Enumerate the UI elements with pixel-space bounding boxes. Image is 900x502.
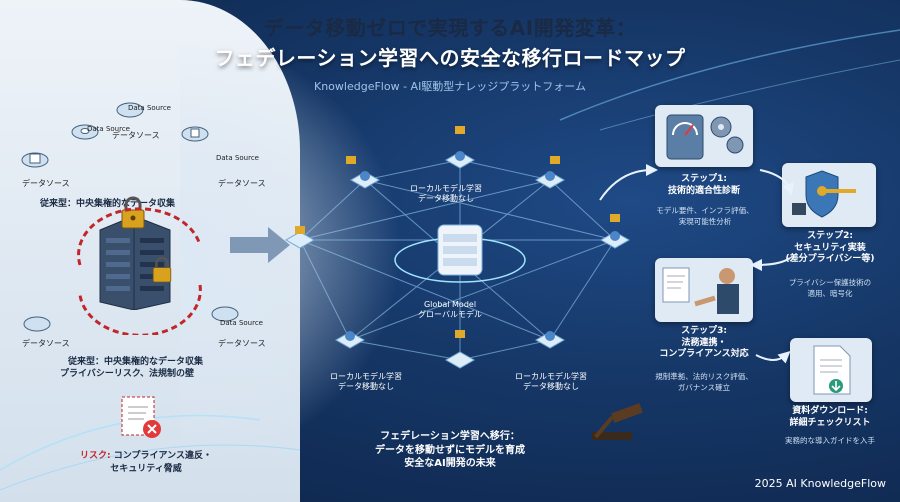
step3-desc-line1: 規制準拠、法的リスク評価、 [655, 372, 753, 381]
cloud-database-icon [210, 302, 240, 322]
step2-desc-line1: プライバシー保護技術の [788, 278, 872, 287]
step1-desc-line2: 実現可能性分析 [678, 216, 732, 226]
risk-caption: リスク: コンプライアンス違反・ セキュリティ脅威 [46, 448, 246, 474]
node-label-line1: ローカルモデル学習 [410, 184, 482, 193]
data-source-label: Data Source [216, 154, 259, 162]
gavel-icon [592, 403, 643, 440]
step1-desc-line1: モデル要件、インフラ評価、 [656, 206, 754, 215]
gauge-gear-icon [666, 114, 744, 160]
download-title-line1: 資料ダウンロード: [792, 406, 868, 416]
data-source-label: Data Source [220, 319, 263, 327]
node-label-line1: ローカルモデル学習 [515, 372, 587, 381]
step2-title-line2: セキュリティ実装 [794, 242, 866, 253]
risk-line2: セキュリティ脅威 [110, 464, 182, 474]
page-title-line2: フェデレーション学習への安全な移行ロードマップ [214, 46, 686, 70]
circular-arrows [77, 207, 202, 335]
data-source-label: データソース [218, 339, 266, 348]
warning-document-icon [120, 395, 164, 441]
download-desc-line1: 実務的な導入ガイドを入手 [785, 436, 875, 445]
step2-title: ステップ2: セキュリティ実装 (差分プライバシー等) [776, 231, 884, 266]
step3-card [655, 258, 753, 322]
copyright-text: 2025 AI KnowledgeFlow [754, 477, 886, 490]
padlock-icon [150, 256, 174, 284]
global-model-en: Global Model [423, 300, 477, 309]
cloud-database-icon [70, 120, 100, 140]
step1-title-line2: 技術的適合性診断 [667, 185, 740, 196]
cloud-database-icon [180, 122, 210, 142]
node-label-bottom-left: ローカルモデル学習 データ移動なし [330, 372, 402, 393]
left-wave-overlay [180, 0, 440, 502]
cloud-database-icon [115, 98, 145, 118]
step1-description: モデル要件、インフラ評価、 実現可能性分析 [650, 206, 760, 227]
node-label-line1: ローカルモデル学習 [330, 372, 402, 381]
cloud-database-icon [22, 312, 52, 332]
risk-line1: コンプライアンス違反・ [113, 451, 212, 461]
step2-card [782, 163, 876, 227]
step2-desc-line2: 適用、暗号化 [807, 288, 853, 298]
step1-title-line1: ステップ1: [681, 174, 727, 184]
download-document-icon [813, 345, 851, 395]
migration-caption-line1: フェデレーション学習へ移行： [380, 431, 520, 442]
step3-desc-line2: ガバナンス確立 [677, 382, 731, 392]
centralized-label-top: 従来型：中央集権的なデータ収集 [40, 199, 176, 209]
node-label-line2: データ移動なし [418, 194, 474, 204]
step1-title: ステップ1: 技術的適合性診断 [655, 174, 753, 197]
migration-caption-line2: データを移動せずにモデルを育成 [375, 444, 525, 456]
shield-key-icon [792, 170, 856, 218]
migration-caption: フェデレーション学習へ移行： データを移動せずにモデルを育成 安全なAI開発の未… [340, 430, 560, 471]
page-subtitle: KnowledgeFlow - AI駆動型ナレッジプラットフォーム [314, 80, 586, 93]
central-server [96, 210, 174, 311]
data-source-label: データソース [22, 179, 70, 188]
download-description: 実務的な導入ガイドを入手 [770, 436, 890, 447]
download-title-line2: 詳細チェックリスト [789, 417, 871, 428]
step-flow-arrows [599, 164, 794, 364]
data-source-label: Data Source [87, 125, 130, 133]
step2-title-line1: ステップ2: [807, 231, 853, 241]
step3-title-line3: コンプライアンス対応 [659, 349, 749, 360]
padlock-icon [118, 196, 148, 230]
cloud-database-icon [20, 148, 50, 168]
data-source-label: データソース [22, 339, 70, 348]
data-source-label: データソース [218, 179, 266, 188]
page-title-line1: データ移動ゼロで実現するAI開発変革： [263, 16, 637, 40]
node-label-line2: データ移動なし [338, 382, 394, 392]
global-model-label: Global Model グローバルモデル [400, 300, 500, 321]
node-label-line2: データ移動なし [523, 382, 579, 392]
federated-network-diagram [284, 126, 631, 369]
centralized-label-bottom: 従来型：中央集権的なデータ収集 [68, 357, 204, 367]
step2-description: プライバシー保護技術の 適用、暗号化 [776, 278, 884, 299]
node-label-top: ローカルモデル学習 データ移動なし [410, 184, 482, 205]
step3-title-line2: 法務連携・ [681, 337, 727, 348]
risk-label: リスク: [80, 451, 111, 461]
global-model-jp: グローバルモデル [418, 310, 482, 320]
download-title: 資料ダウンロード: 詳細チェックリスト [770, 406, 890, 429]
arrow-right-icon [230, 227, 290, 263]
step3-title: ステップ3: 法務連携・ コンプライアンス対応 [652, 326, 756, 361]
step2-title-line3: (差分プライバシー等) [785, 254, 875, 265]
migration-caption-line3: 安全なAI開発の未来 [404, 458, 496, 469]
step3-description: 規制準拠、法的リスク評価、 ガバナンス確立 [648, 372, 760, 393]
step3-title-line1: ステップ3: [681, 326, 727, 336]
handshake-icon [662, 267, 739, 314]
data-source-label: Data Source [128, 104, 171, 112]
node-label-bottom-right: ローカルモデル学習 データ移動なし [515, 372, 587, 393]
download-card[interactable] [790, 338, 872, 402]
risk-summary-label: プライバシーリスク、法規制の壁 [60, 369, 195, 379]
step1-card [655, 105, 753, 167]
data-source-label: データソース [112, 131, 160, 140]
